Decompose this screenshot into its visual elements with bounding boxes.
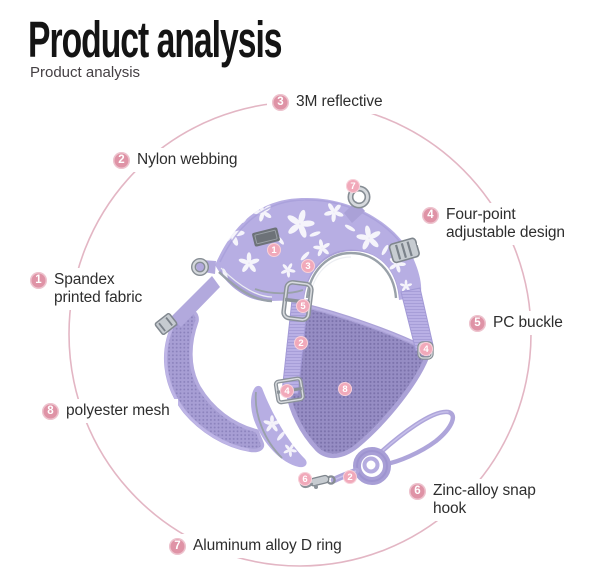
marker-3m-reflective: 3 <box>301 259 315 273</box>
callout-number-badge: 4 <box>422 206 439 224</box>
page-title: Product analysis <box>28 11 283 68</box>
callout-label: Nylon webbing <box>137 151 238 168</box>
callout-number-badge: 1 <box>30 271 47 289</box>
left-mesh-band <box>164 308 265 453</box>
callout-polyester-mesh: 8 polyester mesh <box>37 399 178 424</box>
marker-adjust-left: 4 <box>280 384 294 398</box>
marker-zinc-alloy-snap-hook: 6 <box>298 472 312 486</box>
callout-number-badge: 5 <box>469 314 486 332</box>
brand-tag <box>252 227 280 247</box>
reflective-piping-arch <box>305 251 398 299</box>
callout-number-badge: 6 <box>409 482 426 500</box>
marker-aluminum-alloy-d-ring: 7 <box>346 179 360 193</box>
callout-label: PC buckle <box>493 314 563 331</box>
callout-label: Aluminum alloy D ring <box>193 537 342 554</box>
marker-spandex-printed-fabric: 1 <box>267 243 281 257</box>
marker-nylon-webbing: 2 <box>294 336 308 350</box>
callout-3m-reflective: 3 3M reflective <box>267 90 391 115</box>
callout-label: Zinc-alloy snap hook <box>433 482 536 518</box>
callout-aluminum-alloy-d-ring: 7 Aluminum alloy D ring <box>164 534 350 559</box>
printed-fabric-patch <box>251 385 307 468</box>
callout-spandex-printed-fabric: 1 Spandex printed fabric <box>25 268 151 311</box>
left-diagonal-strap <box>171 276 220 327</box>
callout-pc-buckle: 5 PC buckle <box>464 311 571 336</box>
callout-label: polyester mesh <box>66 402 170 419</box>
callout-label: 3M reflective <box>296 93 383 110</box>
callout-nylon-webbing: 2 Nylon webbing <box>108 148 246 173</box>
callout-label: Spandex printed fabric <box>54 271 143 307</box>
callout-zinc-alloy-snap-hook: 6 Zinc-alloy snap hook <box>404 479 544 522</box>
callout-number-badge: 8 <box>42 402 59 420</box>
spandex-yoke <box>215 197 422 303</box>
left-slider <box>154 313 178 335</box>
marker-nylon-webbing-leash: 2 <box>343 470 357 484</box>
seam-line <box>254 288 304 295</box>
callout-number-badge: 3 <box>272 93 289 111</box>
callout-label: Four-point adjustable design <box>446 206 565 242</box>
reflective-piping <box>218 271 273 303</box>
callout-number-badge: 7 <box>169 537 186 555</box>
marker-adjust-right: 4 <box>419 342 433 356</box>
callout-number-badge: 2 <box>113 151 130 169</box>
marker-pc-buckle: 5 <box>296 299 310 313</box>
webbing-adjuster <box>388 237 420 264</box>
left-d-ring <box>191 258 209 276</box>
page-subtitle: Product analysis <box>30 64 141 81</box>
callout-four-point-adjustable: 4 Four-point adjustable design <box>417 203 573 246</box>
marker-polyester-mesh: 8 <box>338 382 352 396</box>
